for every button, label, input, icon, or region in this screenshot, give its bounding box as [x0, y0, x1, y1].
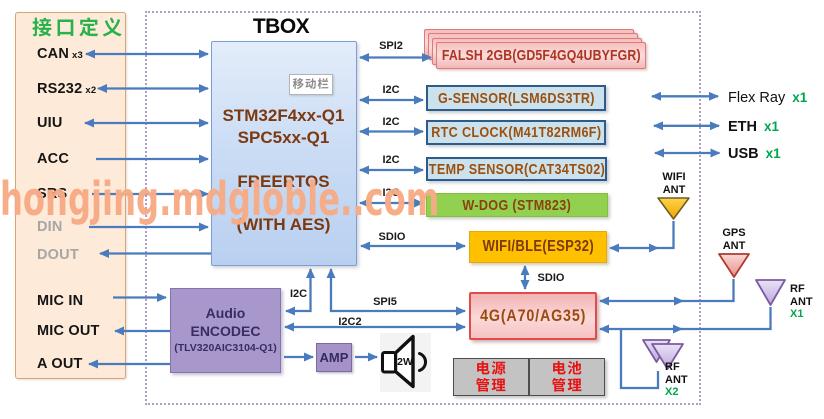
port-can-count: x3 — [72, 50, 83, 61]
port-flexray: Flex Ray x1 — [728, 89, 807, 106]
port-flexray-count: x1 — [792, 89, 808, 105]
diagram-title: TBOX — [252, 15, 310, 38]
port-flexray-text: Flex Ray — [728, 89, 786, 106]
rf-antenna-x1-icon — [755, 279, 786, 306]
wifi-ble-label: WIFI/BLE(ESP32) — [482, 238, 594, 255]
wifi-ant-label: WIFI ANT — [648, 171, 700, 196]
temp-sensor-label: TEMP SENSOR(CAT34TS02) — [428, 160, 605, 178]
wifi-ant-label-line2: ANT — [662, 183, 686, 196]
rf1-ant-count: X1 — [790, 308, 804, 320]
port-din-text: DIN — [37, 219, 63, 235]
audio-codec-part: (TLV320AIC3104-Q1) — [174, 341, 277, 354]
rf1-ant-label-line1: RF — [790, 283, 805, 295]
port-eth: ETH x1 — [728, 118, 779, 135]
port-label-uiu: UIU — [37, 115, 63, 131]
rf2-ant-label-line2: ANT — [665, 373, 688, 386]
gps-ant-label-line2: ANT — [722, 239, 746, 252]
g-sensor-label: G-SENSOR(LSM6DS3TR) — [437, 89, 595, 107]
port-acc-text: ACC — [37, 151, 70, 167]
port-uiu-text: UIU — [37, 115, 63, 131]
port-rs232-count: x2 — [85, 84, 97, 96]
audio-codec-block — [170, 288, 281, 373]
bus-label-sdio-4g: SDIO — [537, 271, 565, 284]
bus-label-i2c-temp: I2C — [382, 154, 400, 166]
rf-ant-x2-label: RF ANT X2 — [665, 361, 688, 399]
port-mic-in-text: MIC IN — [37, 292, 84, 309]
watermark-text: hongjing.mdgloble..com — [0, 172, 440, 226]
port-rs232-text: RS232 — [37, 80, 83, 97]
rf2-ant-label-line1: RF — [665, 361, 680, 373]
port-label-acc: ACC — [37, 151, 69, 167]
rf-antenna-x2-front-icon — [651, 343, 684, 370]
gps-ant-label: GPS ANT — [709, 227, 759, 252]
rtc-clock-block: RTC CLOCK(M41T82RM6F) — [426, 120, 606, 145]
cellular-4g-label: 4G(A70/AG35) — [479, 306, 587, 325]
port-dout-text: DOUT — [37, 247, 79, 263]
port-eth-text: ETH — [728, 119, 757, 135]
connector-i2c-audio — [285, 268, 315, 316]
audio-codec-name-1: Audio — [205, 305, 246, 321]
wifi-antenna-icon — [657, 197, 690, 220]
connector-spi5-4g — [326, 268, 466, 316]
port-can-text: CAN — [37, 46, 70, 62]
mcu-model-2: SPC5xx-Q1 — [237, 128, 330, 147]
rf2-ant-count: X2 — [665, 386, 679, 398]
temp-sensor-block: TEMP SENSOR(CAT34TS02) — [426, 157, 607, 181]
bus-label-i2c2: I2C2 — [338, 316, 362, 328]
connector-gps-ant-elbow — [682, 279, 735, 303]
port-usb: USB x1 — [728, 145, 781, 162]
watchdog-block: W-DOG (STM823) — [426, 193, 608, 217]
port-label-srs: SRS — [37, 186, 67, 202]
audio-codec-name-2: ENCODEC — [190, 322, 261, 339]
bus-label-spi2: SPI2 — [379, 40, 403, 52]
flash-label: FALSH 2GB(GD5F4GQ4UBYFGR) — [441, 47, 641, 64]
tbox-dashed-boundary — [145, 11, 701, 405]
mcu-os-note: (WITH AES) — [236, 214, 331, 234]
port-label-a-out: A OUT — [37, 356, 83, 372]
wifi-ble-block: WIFI/BLE(ESP32) — [469, 231, 607, 263]
power-mgmt-divider — [528, 359, 530, 395]
port-srs-text: SRS — [37, 186, 68, 202]
amplifier-label: AMP — [319, 350, 349, 365]
bus-label-i2c-audio: I2C — [289, 287, 308, 300]
watchdog-label: W-DOG (STM823) — [462, 196, 572, 214]
port-label-din: DIN — [37, 219, 63, 235]
wifi-ant-label-line1: WIFI — [662, 171, 686, 183]
port-mic-out-text: MIC OUT — [37, 323, 100, 339]
gps-antenna-icon — [718, 253, 750, 278]
connector-rf1-ant-elbow — [681, 307, 772, 331]
port-label-dout: DOUT — [37, 247, 79, 263]
speaker-icon — [381, 334, 427, 389]
port-label-mic-out: MIC OUT — [37, 323, 100, 339]
bus-label-spi5: SPI5 — [373, 296, 397, 308]
cellular-4g-block: 4G(A70/AG35) — [469, 292, 597, 340]
bus-label-i2c-gsensor: I2C — [382, 84, 400, 96]
port-label-mic-in: MIC IN — [37, 293, 83, 309]
rf-ant-x1-label: RF ANT X1 — [790, 283, 813, 321]
flash-block: FALSH 2GB(GD5F4GQ4UBYFGR) — [436, 42, 646, 69]
port-usb-count: x1 — [765, 146, 781, 161]
rtc-clock-label: RTC CLOCK(M41T82RM6F) — [430, 124, 602, 141]
mcu-model-1: STM32F4xx-Q1 — [222, 106, 345, 125]
bus-label-i2c-wdog: I2C — [382, 187, 400, 199]
connector-rf2-ant-elbow — [619, 329, 660, 390]
port-eth-count: x1 — [764, 119, 780, 134]
interface-panel — [15, 12, 126, 379]
amplifier-block: AMP — [316, 343, 352, 372]
rf1-ant-label-line2: ANT — [790, 295, 813, 308]
g-sensor-block: G-SENSOR(LSM6DS3TR) — [426, 85, 606, 111]
mcu-os: FREERTOS — [237, 171, 330, 191]
port-a-out-text: A OUT — [37, 356, 83, 372]
speaker-power-label: 2W — [397, 356, 413, 368]
bus-label-i2c-rtc: I2C — [382, 115, 400, 128]
connector-wifi-ant-elbow — [657, 221, 675, 250]
port-usb-text: USB — [728, 146, 759, 162]
bus-label-sdio-wifi: SDIO — [378, 231, 406, 243]
gps-ant-label-line1: GPS — [722, 227, 746, 239]
